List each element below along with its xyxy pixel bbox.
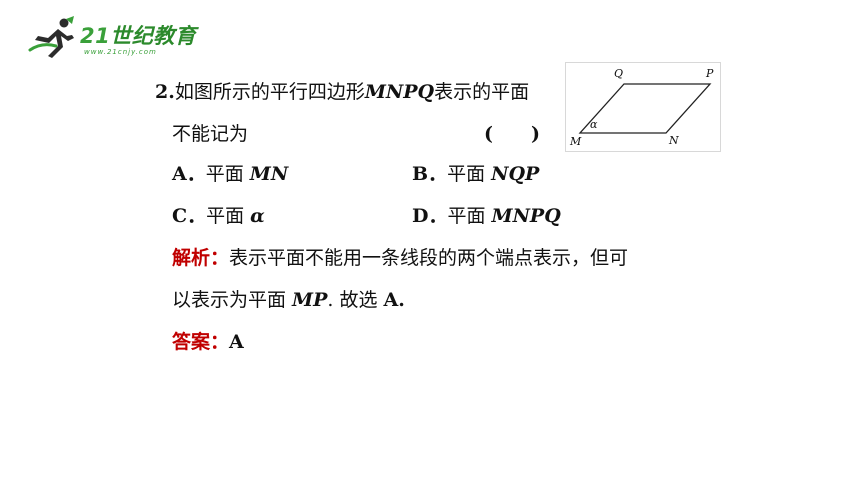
answer-bracket: ( ): [484, 123, 540, 145]
analysis-line2: 以表示为平面 MP. 故选 A.: [172, 289, 405, 311]
option-c: C．平面 α: [172, 205, 265, 227]
runner-icon: [28, 16, 74, 58]
label-m: M: [570, 135, 582, 148]
option-d: D．平面 MNPQ: [412, 205, 561, 227]
option-b: B．平面 NQP: [412, 163, 540, 185]
analysis-text: 表示平面不能用一条线段的两个端点表示，但可: [229, 247, 629, 269]
answer-line: 答案：A: [172, 330, 244, 354]
question-text-pre: 如图所示的平行四边形: [174, 81, 365, 103]
label-alpha: α: [590, 118, 598, 131]
answer-value: A: [229, 331, 244, 353]
site-logo: 21世纪教育 www.21cnjy.com: [28, 14, 208, 64]
question-number: 2.: [155, 81, 175, 103]
label-n: N: [669, 134, 679, 147]
label-p: P: [706, 67, 714, 80]
parallelogram-diagram: [578, 83, 712, 134]
question-text-post: 表示的平面: [434, 81, 530, 103]
label-q: Q: [614, 67, 624, 80]
option-a: A．平面 MN: [172, 163, 289, 185]
logo-url: www.21cnjy.com: [84, 48, 157, 56]
analysis-line1: 解析：表示平面不能用一条线段的两个端点表示，但可: [172, 246, 628, 270]
parallelogram-figure: Q P M N α: [565, 62, 721, 152]
answer-label: 答案：: [172, 331, 230, 353]
logo-text: 21世纪教育: [80, 24, 197, 48]
question-stem: 2.如图所示的平行四边形MNPQ表示的平面: [155, 80, 529, 104]
analysis-label: 解析：: [172, 247, 230, 269]
question-math: MNPQ: [364, 81, 435, 103]
question-stem-line2: 不能记为: [172, 123, 249, 145]
